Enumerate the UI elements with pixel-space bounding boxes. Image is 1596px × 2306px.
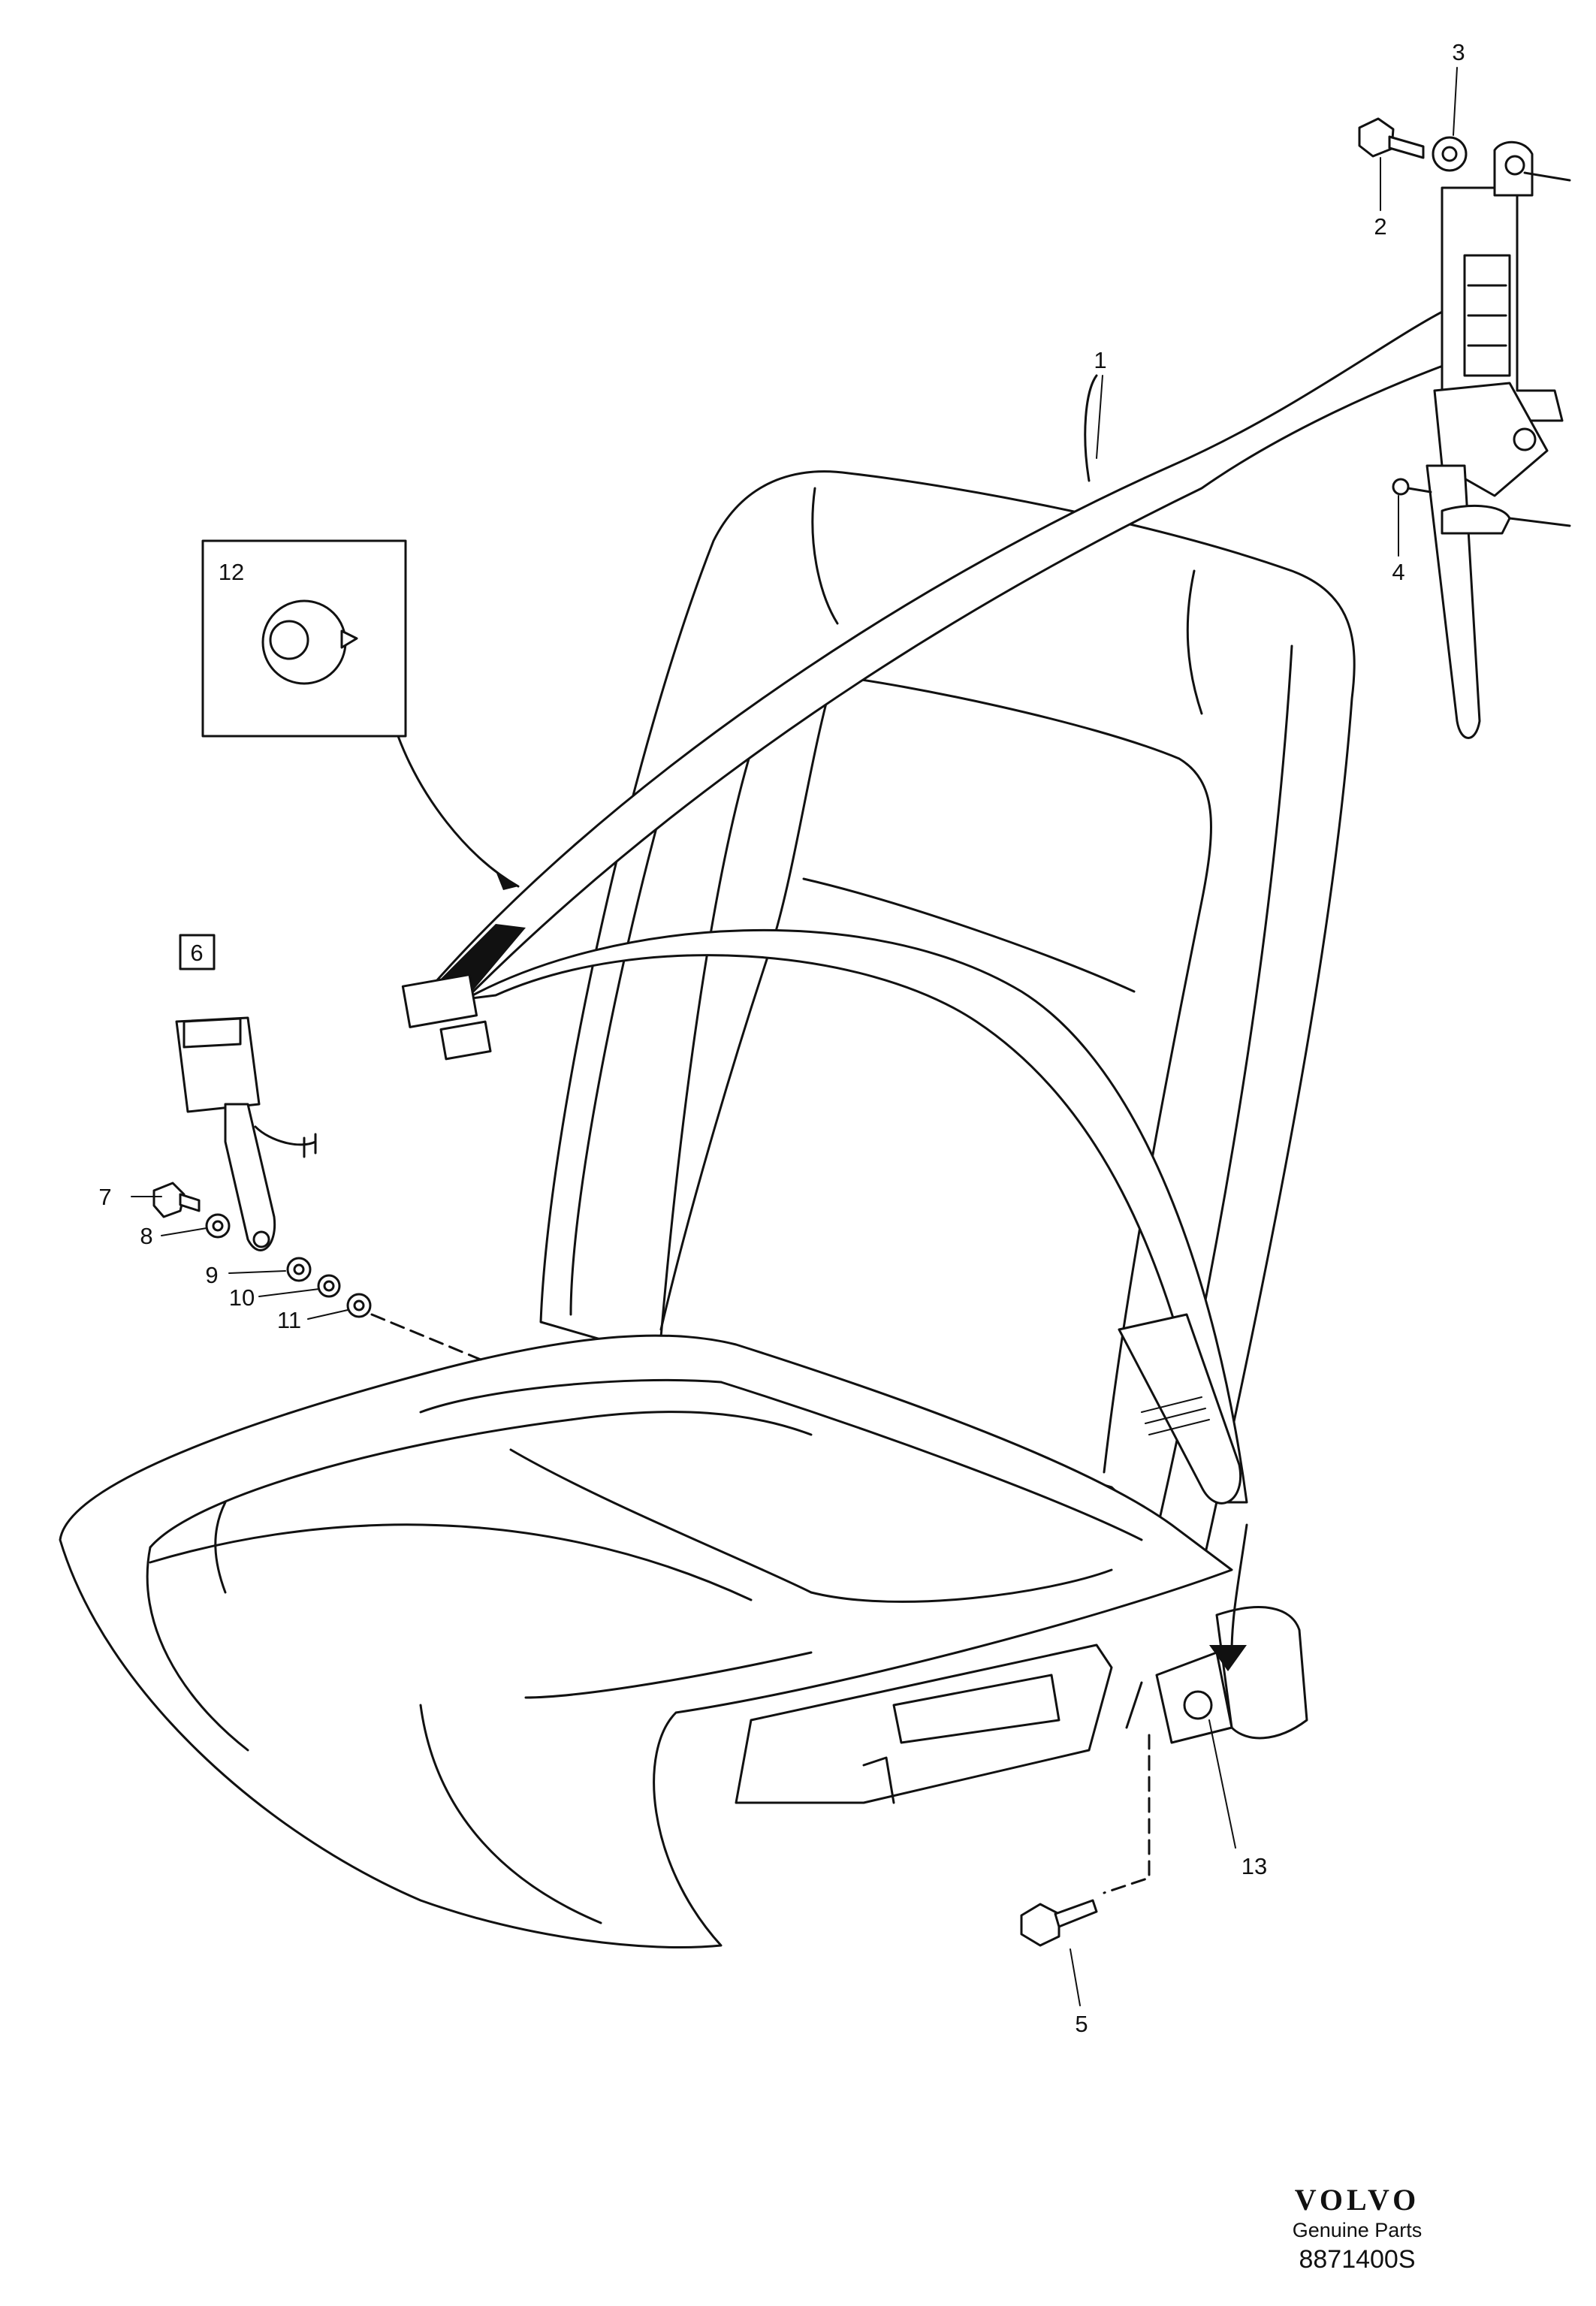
anchor-arrow — [1230, 1523, 1248, 1654]
inset-box-12 — [201, 539, 407, 738]
buckle-mount-dashed-line — [370, 1313, 482, 1361]
callout-11: 11 — [277, 1307, 301, 1333]
callout-7: 7 — [98, 1184, 111, 1210]
callout-9: 9 — [205, 1262, 218, 1288]
callout-2: 2 — [1374, 213, 1386, 240]
bolt-part-5 — [1020, 1899, 1098, 1947]
nut-part-10 — [317, 1274, 341, 1298]
callout-3: 3 — [1452, 39, 1465, 65]
lower-anchor-part-13 — [1125, 1651, 1233, 1744]
leader-lines — [131, 67, 1458, 2006]
inset-12-arrowhead — [496, 871, 518, 890]
seat-cushion — [59, 1334, 1233, 1948]
callout-4: 4 — [1392, 559, 1404, 585]
screw-part-4 — [1392, 478, 1432, 496]
washer-part-8 — [205, 1213, 231, 1239]
buckle-assembly-part-6 — [175, 934, 317, 1251]
bolt-part-7 — [152, 1182, 201, 1218]
anchor-arrowhead — [1209, 1645, 1247, 1671]
washer-part-3 — [1432, 136, 1468, 172]
brand-tagline: Genuine Parts — [1292, 2219, 1423, 2241]
callout-13: 13 — [1242, 1853, 1267, 1879]
volvo-logo: VOLVO — [1294, 2183, 1420, 2217]
washer-part-11 — [346, 1293, 372, 1318]
callout-10: 10 — [229, 1284, 255, 1311]
diagram-code: 8871400S — [1299, 2245, 1416, 2274]
bolt-5-dashed-line — [1103, 1734, 1151, 1894]
callout-5: 5 — [1075, 2011, 1088, 2037]
washer-part-9 — [286, 1257, 312, 1282]
callout-6: 6 — [190, 940, 203, 966]
bolt-part-2 — [1358, 117, 1425, 159]
callout-8: 8 — [140, 1223, 152, 1249]
seat-side-trim — [735, 1606, 1308, 1804]
inset-12-arrow — [397, 735, 520, 888]
belt-retractor-assembly — [1426, 140, 1571, 739]
belt-latch-plate — [401, 973, 492, 1061]
callout-1: 1 — [1094, 347, 1106, 373]
brand-block: VOLVO Genuine Parts 8871400S — [1245, 2182, 1470, 2274]
callout-12: 12 — [219, 559, 244, 585]
